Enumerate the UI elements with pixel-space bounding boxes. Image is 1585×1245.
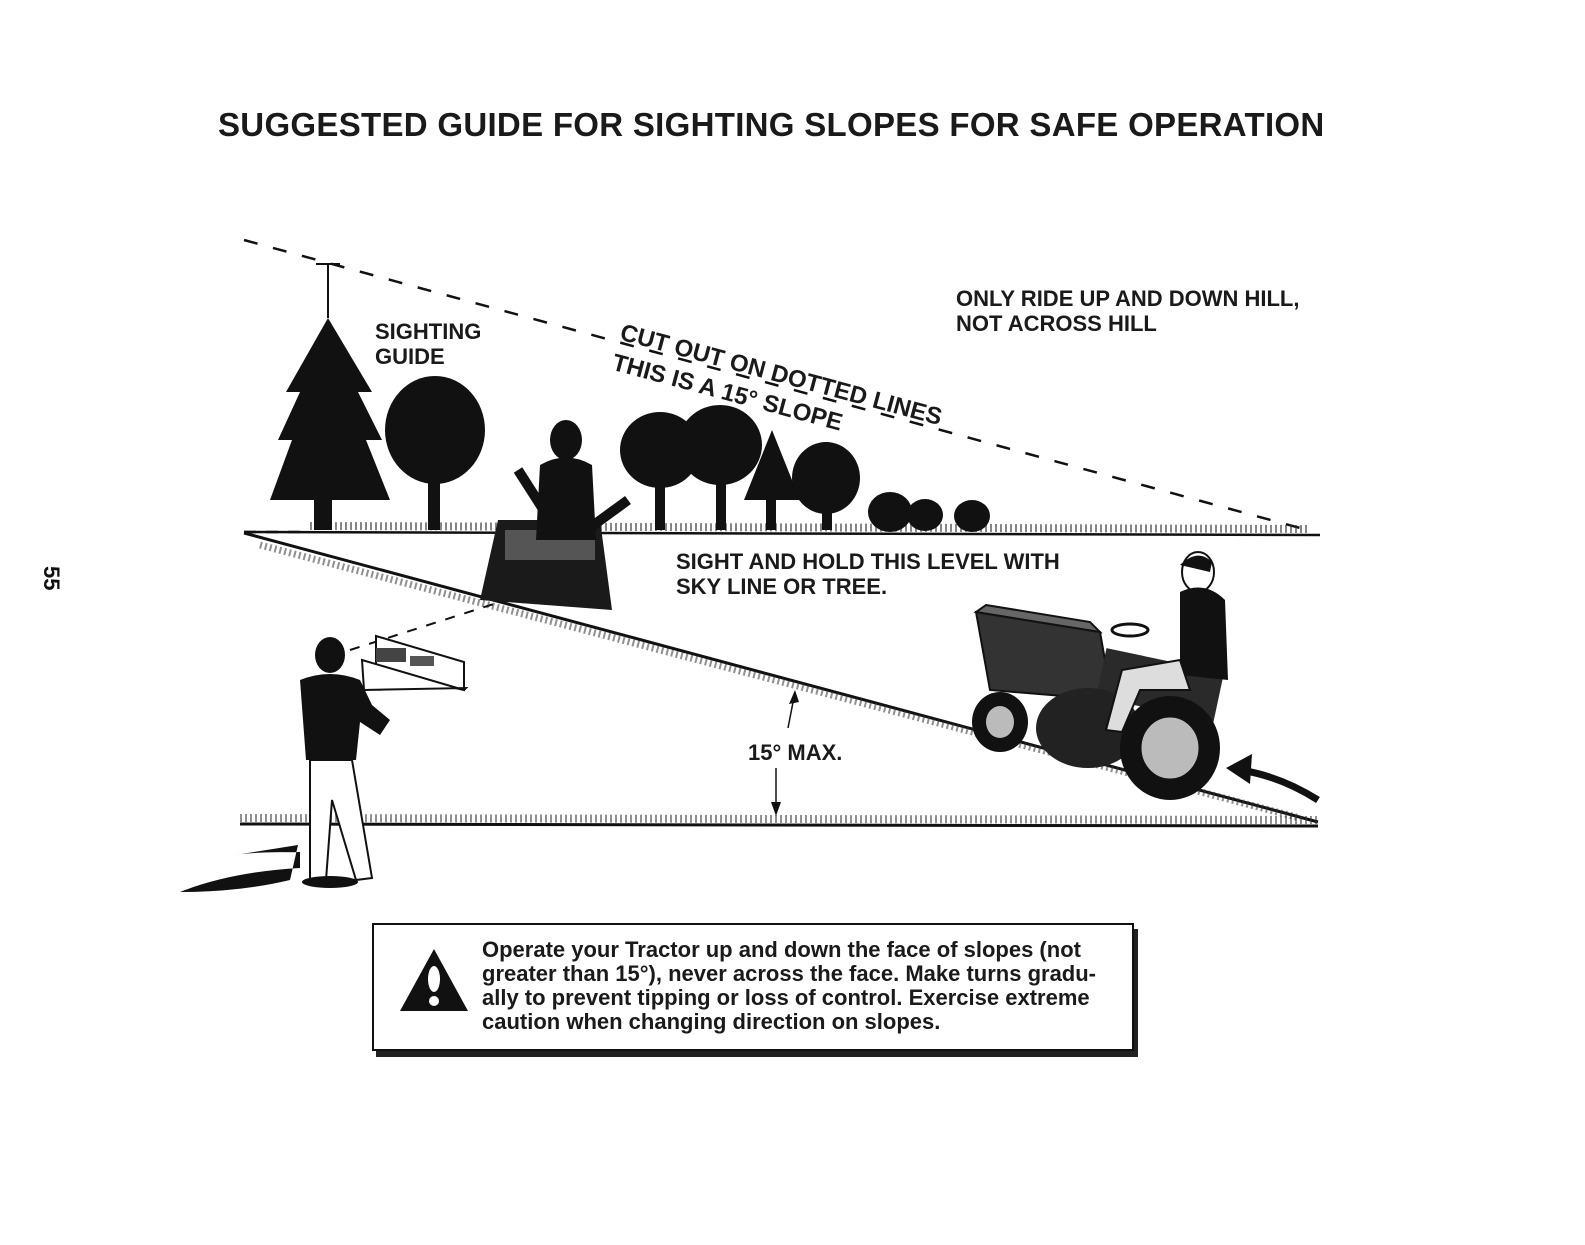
- tractor-rear-icon: [480, 420, 631, 610]
- warning-box: Operate your Tractor up and down the fac…: [372, 923, 1134, 1051]
- observer-sight-line: [349, 601, 501, 651]
- horizon-grass: [309, 522, 1311, 533]
- sight-instruction-label: SIGHT AND HOLD THIS LEVEL WITH SKY LINE …: [676, 549, 1060, 599]
- ride-line1: ONLY RIDE UP AND DOWN HILL,: [956, 286, 1300, 311]
- warning-line: ally to prevent tipping or loss of contr…: [482, 985, 1090, 1010]
- ride-line2: NOT ACROSS HILL: [956, 311, 1157, 336]
- ride-instruction-label: ONLY RIDE UP AND DOWN HILL, NOT ACROSS H…: [956, 286, 1299, 336]
- tractor-side-icon: [972, 551, 1228, 800]
- angle-indicator: [771, 690, 799, 816]
- warning-triangle-icon: [400, 949, 468, 1011]
- sight-line1: SIGHT AND HOLD THIS LEVEL WITH: [676, 549, 1060, 574]
- page-title: SUGGESTED GUIDE FOR SIGHTING SLOPES FOR …: [218, 106, 1325, 143]
- warning-line: caution when changing direction on slope…: [482, 1009, 941, 1034]
- sighting-card-icon: [360, 634, 469, 692]
- observer-person-icon: [180, 637, 390, 892]
- sighting-guide-line1: SIGHTING: [375, 319, 482, 344]
- warning-line: greater than 15°), never across the face…: [482, 961, 1097, 986]
- warning-text: Operate your Tractor up and down the fac…: [482, 938, 1122, 1034]
- ground-line: [239, 822, 1319, 828]
- sighting-guide-label: SIGHTING GUIDE: [375, 319, 481, 369]
- sight-line2: SKY LINE OR TREE.: [676, 574, 888, 599]
- uphill-arrow-icon: [1226, 754, 1320, 803]
- horizon-line: [243, 530, 1321, 537]
- sighting-guide-line2: GUIDE: [375, 344, 445, 369]
- pine-tree-icon: [270, 318, 390, 530]
- warning-line: Operate your Tractor up and down the fac…: [482, 937, 1081, 962]
- sighting-dotted-line: [243, 238, 1301, 530]
- max-angle-label: 15° MAX.: [748, 740, 843, 765]
- trees-background: [385, 376, 990, 532]
